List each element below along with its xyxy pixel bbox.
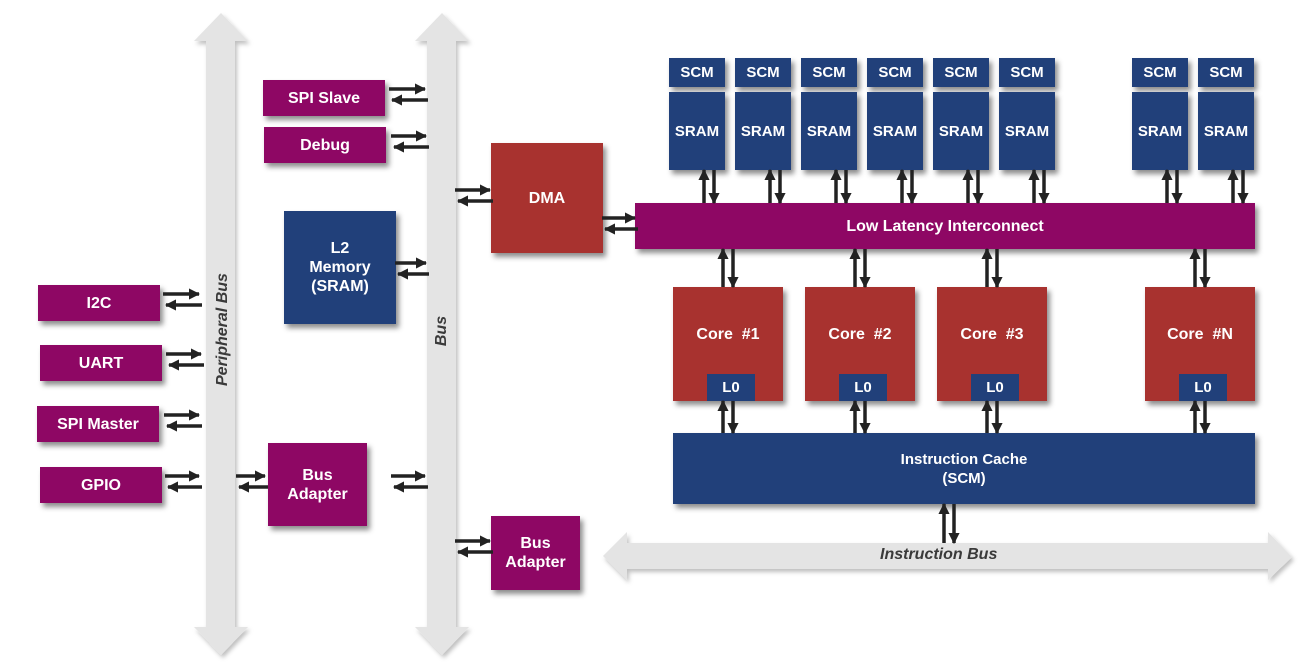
sram-block[interactable]: SRAM (933, 92, 989, 170)
l2-memory-line1: L2 (330, 240, 350, 257)
l0-cache-block[interactable]: L0 (839, 374, 887, 401)
l2-memory-line2: Memory (309, 259, 371, 276)
bus-adapter-2-line1: Bus (520, 535, 551, 552)
instruction-cache-block[interactable]: Instruction Cache (SCM) (673, 433, 1255, 504)
instruction-cache-line2: (SCM) (942, 469, 986, 487)
dma-block[interactable]: DMA (491, 143, 603, 253)
instruction-bus-label: Instruction Bus (880, 546, 998, 563)
scm-block[interactable]: SCM (735, 58, 791, 87)
scm-block[interactable]: SCM (801, 58, 857, 87)
l0-cache-block[interactable]: L0 (707, 374, 755, 401)
instruction-bus-arrow (603, 532, 1292, 580)
core-label: Core #2 (828, 325, 892, 343)
sram-block[interactable]: SRAM (1198, 92, 1254, 170)
peripheral-bus-arrow (194, 13, 248, 655)
scm-block[interactable]: SCM (999, 58, 1055, 87)
i2c-block[interactable]: I2C (38, 285, 160, 321)
instruction-cache-line1: Instruction Cache (900, 450, 1028, 468)
sram-block[interactable]: SRAM (999, 92, 1055, 170)
sram-block[interactable]: SRAM (735, 92, 791, 170)
low-latency-interconnect[interactable]: Low Latency Interconnect (635, 203, 1255, 249)
scm-block[interactable]: SCM (1132, 58, 1188, 87)
scm-block[interactable]: SCM (933, 58, 989, 87)
bus-adapter-1-line1: Bus (302, 466, 333, 484)
bus-adapter-peripheral[interactable]: Bus Adapter (268, 443, 367, 526)
bus-adapter-instruction[interactable]: Bus Adapter (491, 516, 580, 590)
sram-block[interactable]: SRAM (1132, 92, 1188, 170)
scm-block[interactable]: SCM (867, 58, 923, 87)
bus-adapter-2-line2: Adapter (505, 554, 566, 571)
l0-cache-block[interactable]: L0 (1179, 374, 1227, 401)
scm-block[interactable]: SCM (1198, 58, 1254, 87)
gpio-block[interactable]: GPIO (40, 467, 162, 503)
sram-block[interactable]: SRAM (801, 92, 857, 170)
l2-memory-line3: (SRAM) (311, 278, 369, 295)
sram-block[interactable]: SRAM (867, 92, 923, 170)
core-label: Core #1 (696, 325, 760, 343)
bus-adapter-1-line2: Adapter (287, 485, 348, 503)
l2-memory-block[interactable]: L2 Memory (SRAM) (284, 211, 396, 324)
l0-cache-block[interactable]: L0 (971, 374, 1019, 401)
scm-block[interactable]: SCM (669, 58, 725, 87)
debug-block[interactable]: Debug (264, 127, 386, 163)
sram-block[interactable]: SRAM (669, 92, 725, 170)
spi-master-block[interactable]: SPI Master (37, 406, 159, 442)
main-bus-arrow (415, 13, 469, 655)
spi-slave-block[interactable]: SPI Slave (263, 80, 385, 116)
core-label: Core #N (1167, 325, 1233, 343)
core-label: Core #3 (960, 325, 1024, 343)
uart-block[interactable]: UART (40, 345, 162, 381)
